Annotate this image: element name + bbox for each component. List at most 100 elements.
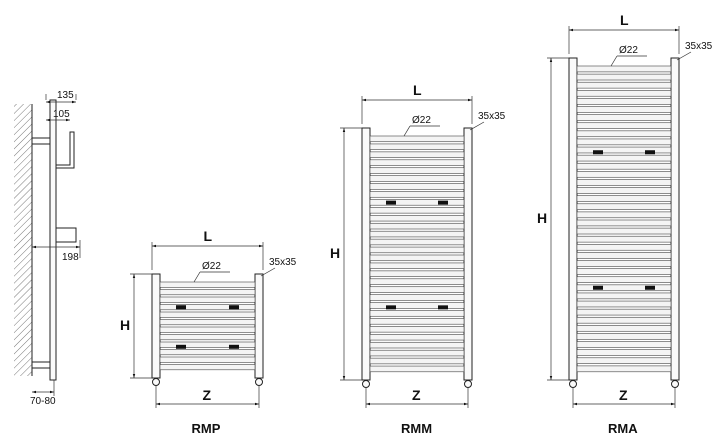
tube-bar	[576, 73, 672, 81]
tube-bar	[576, 195, 672, 202]
tube-bar	[369, 262, 465, 269]
bracket-mark	[386, 200, 396, 205]
tube-bar	[159, 364, 256, 371]
tube-bar	[576, 333, 672, 340]
bracket-mark	[176, 344, 186, 349]
tube-bar	[576, 90, 672, 97]
tube-bar	[576, 276, 672, 283]
tube-bar	[369, 151, 465, 158]
tube-bar	[159, 334, 256, 341]
tube-bar	[576, 114, 672, 121]
tube-bar	[369, 254, 465, 262]
tube-bar	[576, 235, 672, 243]
valve	[362, 380, 370, 388]
tube-bar	[369, 310, 465, 317]
tube-bar	[369, 326, 465, 333]
tube-bar	[159, 356, 256, 363]
bracket-mark	[645, 150, 655, 155]
tube-bar	[369, 334, 465, 341]
tube-bar	[576, 65, 672, 73]
tube-bar	[576, 365, 672, 373]
tube-bar	[576, 349, 672, 356]
tube-bar	[576, 268, 672, 275]
tube-bar	[369, 207, 465, 214]
tube-diameter-label: Ø22	[412, 115, 431, 126]
right-post	[670, 57, 680, 381]
tube-bar	[576, 187, 672, 194]
tube-bar	[576, 260, 672, 267]
valve	[152, 378, 160, 386]
tube-bar	[576, 138, 672, 146]
tube-bar	[369, 357, 465, 365]
right-post	[254, 273, 264, 379]
tube-bar	[159, 281, 256, 288]
valve	[569, 380, 577, 388]
model-name: RMM	[401, 421, 432, 436]
dim-135-label: 135	[57, 90, 74, 101]
tube-bar	[369, 143, 465, 150]
tube-bar	[576, 203, 672, 210]
tube-bar	[369, 222, 465, 230]
tube-bar	[576, 300, 672, 308]
tube-bar	[576, 130, 672, 138]
tube-bar	[369, 215, 465, 222]
dim-198-label: 198	[62, 252, 79, 263]
tube-bar	[369, 302, 465, 309]
tube-bar	[576, 146, 672, 154]
tube-bar	[576, 81, 672, 89]
tube-bar	[576, 252, 672, 259]
centers-label: Z	[619, 387, 628, 403]
tube-bar	[159, 296, 256, 303]
post-size-label: 35x35	[685, 41, 713, 52]
width-label: L	[413, 82, 422, 98]
dim-105-label: 105	[53, 109, 70, 120]
tube-bar	[159, 289, 256, 296]
tube-bar	[576, 106, 672, 113]
bracket-mark	[386, 305, 396, 310]
bracket-mark	[438, 305, 448, 310]
tube-bar	[369, 159, 465, 166]
tube-diameter-label: Ø22	[202, 261, 221, 272]
tube-bar	[159, 304, 256, 311]
bracket-mark	[229, 344, 239, 349]
tube-bar	[576, 284, 672, 292]
tube-bar	[369, 349, 465, 357]
tube-bar	[576, 357, 672, 364]
tube-bar	[369, 318, 465, 325]
left-post	[361, 127, 371, 381]
tube-bar	[369, 183, 465, 190]
side-view: 135 105 198 70-80	[14, 90, 81, 407]
left-post	[568, 57, 578, 381]
height-label: H	[330, 245, 340, 261]
tube-bar	[576, 171, 672, 178]
tube-bar	[576, 308, 672, 316]
tube-bar	[369, 167, 465, 174]
left-post	[151, 273, 161, 379]
dim-70-80-label: 70-80	[30, 396, 56, 407]
right-post	[463, 127, 473, 381]
valve	[255, 378, 263, 386]
tube-bar	[369, 135, 465, 143]
side-post	[49, 99, 57, 381]
bracket-mark	[438, 200, 448, 205]
centers-label: Z	[412, 387, 421, 403]
tube-bar	[159, 349, 256, 356]
bracket-mark	[593, 150, 603, 155]
tube-bar	[369, 175, 465, 182]
tube-bar	[576, 341, 672, 348]
wall	[14, 104, 32, 376]
tube-bar	[576, 244, 672, 251]
tube-bar	[369, 246, 465, 254]
tube-bar	[576, 211, 672, 219]
tube-bar	[369, 238, 465, 246]
tube-bar	[159, 311, 256, 318]
tube-bar	[576, 227, 672, 235]
bracket-mark	[593, 285, 603, 290]
width-label: L	[204, 228, 213, 244]
tube-bar	[369, 191, 465, 198]
tube-bar	[576, 179, 672, 186]
tube-bar	[576, 98, 672, 105]
